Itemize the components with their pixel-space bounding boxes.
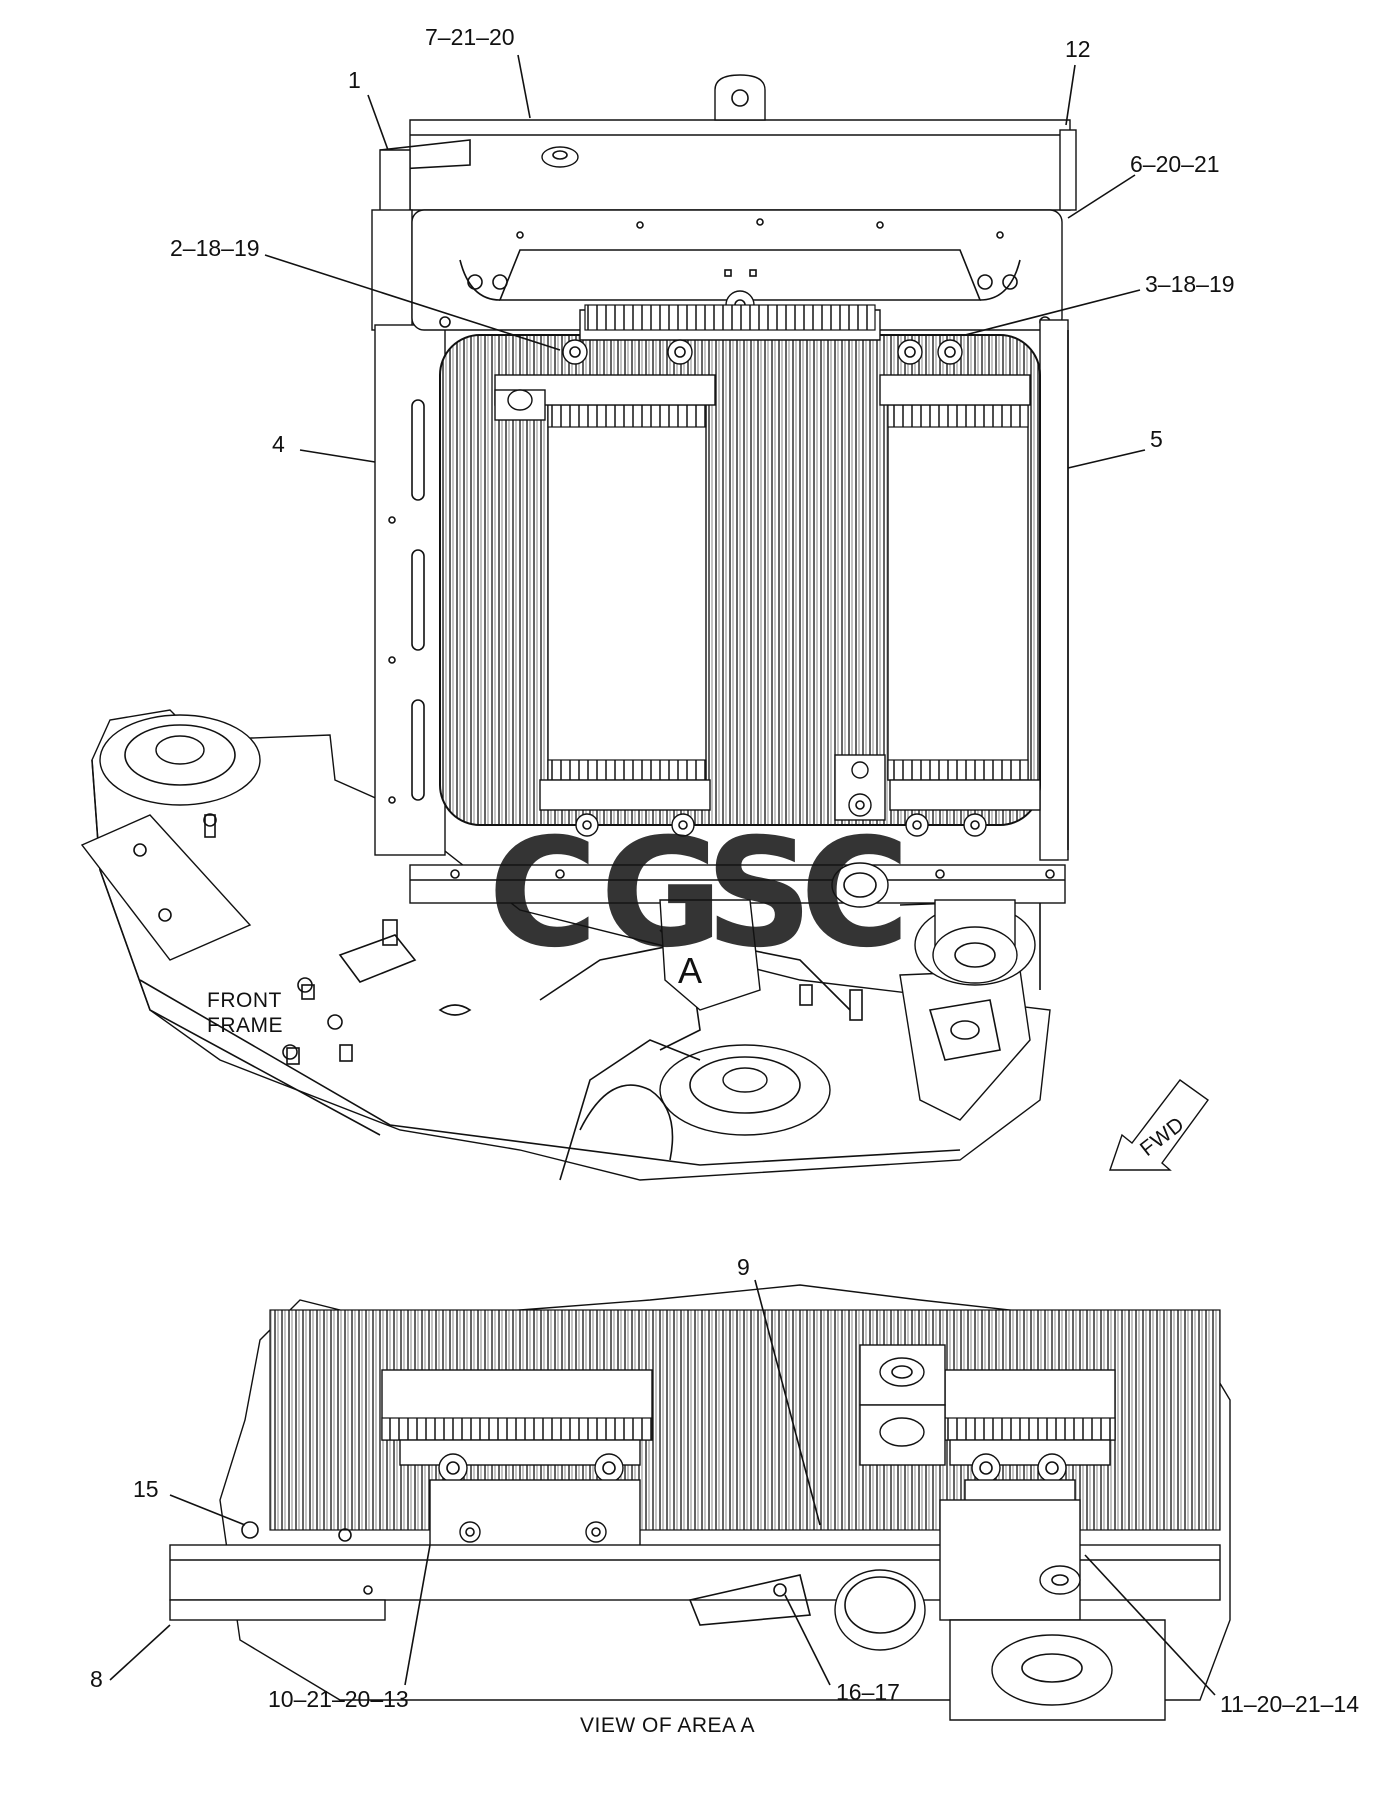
callout-11-20-21-14: 11–20–21–14 — [1220, 1691, 1359, 1717]
callout-2-18-19: 2–18–19 — [170, 235, 260, 261]
callout-1: 1 — [348, 67, 361, 93]
watermark-letter-c1: C — [488, 807, 598, 981]
watermark-letter-c2: C — [800, 807, 910, 981]
callout-6-20-21: 6–20–21 — [1130, 151, 1220, 177]
bottom-rail — [409, 862, 1066, 1011]
front-frame-label-line2: FRAME — [207, 1014, 283, 1037]
top-assembly-view — [80, 54, 1209, 1181]
right-side-panel — [1039, 319, 1069, 861]
callout-15: 15 — [133, 1476, 159, 1502]
callout-10-21-20-13: 10–21–20–13 — [268, 1686, 409, 1712]
callout-leaders-detail — [109, 1279, 1216, 1696]
area-a-marker: A — [678, 950, 702, 991]
callout-5: 5 — [1150, 426, 1163, 452]
watermark-letter-s: S — [705, 807, 813, 981]
callout-16-17: 16–17 — [836, 1679, 900, 1705]
callout-4: 4 — [272, 431, 285, 457]
top-bolts — [562, 339, 963, 365]
fwd-arrow — [1109, 1079, 1209, 1171]
cgsc-watermark: C G S C — [488, 807, 910, 981]
callout-leaders-top — [264, 54, 1146, 469]
callout-3-18-19: 3–18–19 — [1145, 271, 1235, 297]
cooler-core — [439, 304, 1041, 837]
top-rail — [379, 74, 1077, 211]
callout-labels: 1 7–21–20 12 6–20–21 2–18–19 3–18–19 4 5… — [90, 24, 1359, 1717]
callout-12: 12 — [1065, 36, 1091, 62]
left-side-panel — [371, 149, 446, 856]
callout-9: 9 — [737, 1254, 750, 1280]
front-frame-label-line1: FRONT — [207, 989, 282, 1012]
callout-8: 8 — [90, 1666, 103, 1692]
area-a-detail-view — [109, 1279, 1231, 1721]
watermark-letter-g: G — [600, 807, 723, 981]
view-of-area-label: VIEW OF AREA A — [580, 1714, 755, 1737]
callout-7-21-20: 7–21–20 — [425, 24, 515, 50]
